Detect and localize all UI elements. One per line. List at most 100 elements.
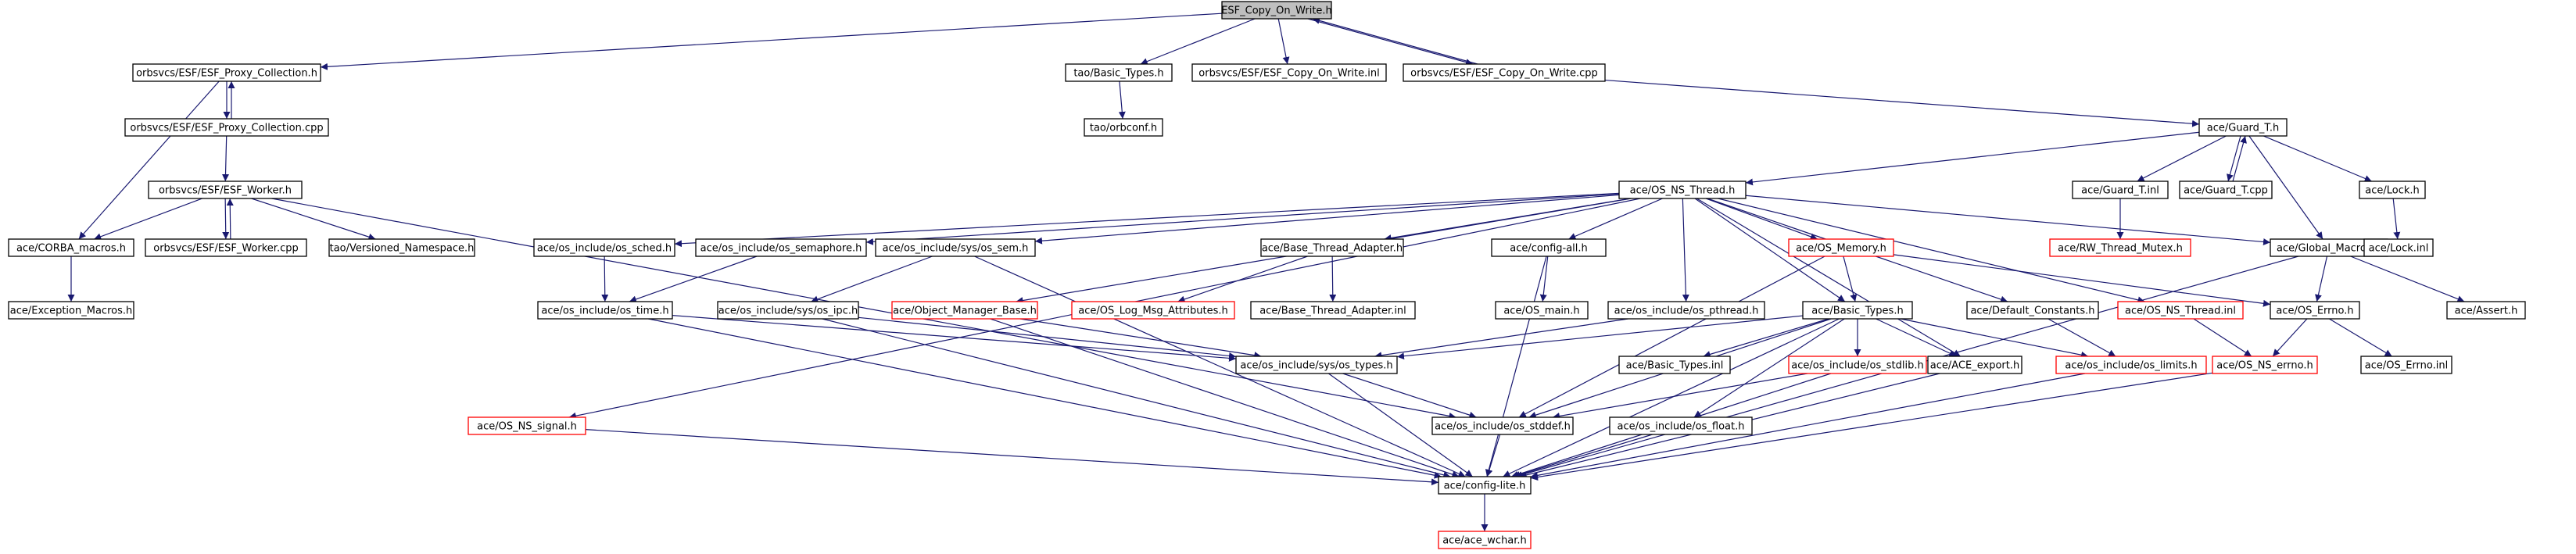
node-orbsvcs-esf-esf-copy-on-write-cpp[interactable]: orbsvcs/ESF/ESF_Copy_On_Write.cpp <box>1403 63 1606 82</box>
edge-worker_h-to-corba_macros <box>94 198 202 241</box>
node-ace-os-ns-thread-h[interactable]: ace/OS_NS_Thread.h <box>1618 180 1747 199</box>
node-label: tao/Basic_Types.h <box>1073 68 1163 80</box>
edge-worker_cpp-to-worker_h <box>226 198 234 240</box>
node-ace-os-errno-inl[interactable]: ace/OS_Errno.inl <box>2360 356 2452 374</box>
edge-object_manager_base-to-config_lite <box>990 318 1460 478</box>
node-box <box>1071 301 1235 320</box>
node-ace-base-thread-adapter-inl[interactable]: ace/Base_Thread_Adapter.inl <box>1250 301 1416 320</box>
node-box <box>1260 238 1404 257</box>
node-ace-os-ns-errno-h[interactable]: ace/OS_NS_errno.h <box>2212 356 2318 374</box>
node-orbsvcs-esf-esf-proxy-collection-cpp[interactable]: orbsvcs/ESF/ESF_Proxy_Collection.cpp <box>124 118 329 137</box>
edge-os_ns_thread-to-os_semaphore <box>865 193 1620 245</box>
edge-worker_h-to-os_stddef <box>271 198 1456 420</box>
node-label: ace/Basic_Types.inl <box>1626 360 1724 372</box>
node-box <box>2072 180 2169 199</box>
node-label: ace/Guard_T.cpp <box>2184 185 2268 197</box>
node-label: ace/config-all.h <box>1510 243 1588 255</box>
node-ace-os-include-os-semaphore-h[interactable]: ace/os_include/os_semaphore.h <box>695 238 867 257</box>
node-ace-exception-macros-h[interactable]: ace/Exception_Macros.h <box>8 301 134 320</box>
edge-os_semaphore-to-os_time <box>629 256 758 303</box>
node-box <box>1607 301 1765 320</box>
node-ace-os-include-sys-os-sem-h[interactable]: ace/os_include/sys/os_sem.h <box>875 238 1036 257</box>
node-label: tao/Versioned_Namespace.h <box>330 243 475 255</box>
node-box <box>2055 356 2207 374</box>
edge-os_ns_thread-to-ace_export <box>1696 198 1961 357</box>
node-orbsvcs-esf-esf-worker-h[interactable]: orbsvcs/ESF/ESF_Worker.h <box>148 180 303 199</box>
node-ace-corba-macros-h[interactable]: ace/CORBA_macros.h <box>8 238 134 257</box>
edge-global_macros-to-os_errno <box>2315 256 2328 302</box>
node-ace-os-include-os-limits-h[interactable]: ace/os_include/os_limits.h <box>2055 356 2207 374</box>
node-box <box>124 118 329 137</box>
node-label: ace/ACE_export.h <box>1930 360 2019 372</box>
node-ace-lock-h[interactable]: ace/Lock.h <box>2359 180 2426 199</box>
node-ace-guard-t-inl[interactable]: ace/Guard_T.inl <box>2072 180 2169 199</box>
node-ace-config-all-h[interactable]: ace/config-all.h <box>1491 238 1607 257</box>
node-ace-base-thread-adapter-h[interactable]: ace/Base_Thread_Adapter.h <box>1260 238 1404 257</box>
node-box <box>1438 531 1532 549</box>
edge-guard_h-to-global_macros <box>2248 135 2323 240</box>
node-box <box>8 301 134 320</box>
node-tao-basic-types-h[interactable]: tao/Basic_Types.h <box>1065 63 1173 82</box>
edge-os_errno-to-os_ns_errno <box>2272 318 2308 357</box>
node-ace-os-errno-h[interactable]: ace/OS_Errno.h <box>2270 301 2360 320</box>
edge-os_sem-to-config_lite <box>974 256 1466 477</box>
edge-os_ns_thread-to-base_thread_adapter <box>1384 198 1631 241</box>
node-ace-os-ns-signal-h[interactable]: ace/OS_NS_signal.h <box>468 416 586 435</box>
node-orbsvcs-esf-esf-worker-cpp[interactable]: orbsvcs/ESF/ESF_Worker.cpp <box>145 238 307 257</box>
node-box <box>875 238 1036 257</box>
node-box <box>2117 301 2244 320</box>
node-ace-os-ns-thread-inl[interactable]: ace/OS_NS_Thread.inl <box>2117 301 2244 320</box>
node-ace-os-include-sys-os-ipc-h[interactable]: ace/os_include/sys/os_ipc.h <box>717 301 859 320</box>
node-orbsvcs-esf-esf-proxy-collection-h[interactable]: orbsvcs/ESF/ESF_Proxy_Collection.h <box>132 63 321 82</box>
node-label: ace/os_include/sys/os_sem.h <box>883 243 1029 255</box>
node-ace-os-include-os-stdlib-h[interactable]: ace/os_include/os_stdlib.h <box>1788 356 1927 374</box>
node-label: ace/Global_Macros.h <box>2277 243 2381 255</box>
node-label: ace/os_include/os_stddef.h <box>1435 421 1571 433</box>
node-box <box>1191 63 1387 82</box>
node-ace-lock-inl[interactable]: ace/Lock.inl <box>2363 238 2434 257</box>
node-ace-os-include-os-sched-h[interactable]: ace/os_include/os_sched.h <box>533 238 675 257</box>
node-ace-os-include-os-time-h[interactable]: ace/os_include/os_time.h <box>537 301 673 320</box>
node-ace-os-include-sys-os-types-h[interactable]: ace/os_include/sys/os_types.h <box>1235 356 1398 374</box>
node-ace-guard-t-cpp[interactable]: ace/Guard_T.cpp <box>2179 180 2273 199</box>
node-ace-os-main-h[interactable]: ace/OS_main.h <box>1495 301 1589 320</box>
node-ace-default-constants-h[interactable]: ace/Default_Constants.h <box>1966 301 2099 320</box>
node-label: orbsvcs/ESF/ESF_Proxy_Collection.h <box>136 68 317 80</box>
node-box <box>2212 356 2318 374</box>
node-ace-os-memory-h[interactable]: ace/OS_Memory.h <box>1788 238 1894 257</box>
node-label: ace/Guard_T.inl <box>2081 185 2159 197</box>
node-tao-versioned-namespace-h[interactable]: tao/Versioned_Namespace.h <box>328 238 475 257</box>
node-ace-rw-thread-mutex-h[interactable]: ace/RW_Thread_Mutex.h <box>2049 238 2191 257</box>
edge-config_all-to-os_main <box>1539 256 1549 302</box>
edge-basic_types_ace-to-basic_types_inl <box>1703 318 1829 358</box>
node-ace-basic-types-h[interactable]: ace/Basic_Types.h <box>1802 301 1913 320</box>
node-label: ace/Base_Thread_Adapter.h <box>1262 243 1403 255</box>
node-box <box>2198 118 2288 137</box>
node-ace-guard-t-h[interactable]: ace/Guard_T.h <box>2198 118 2288 137</box>
node-box <box>2359 180 2426 199</box>
node-label: ace/Lock.inl <box>2369 243 2429 255</box>
edge-os_float-to-config_lite <box>1513 434 1653 478</box>
node-label: ace/RW_Thread_Mutex.h <box>2058 243 2183 255</box>
node-label: orbsvcs/ESF/ESF_Copy_On_Write.inl <box>1198 68 1379 80</box>
node-ace-object-manager-base-h[interactable]: ace/Object_Manager_Base.h <box>891 301 1038 320</box>
edge-os_ns_thread-to-config_all <box>1568 198 1663 240</box>
node-ace-global-macros-h[interactable]: ace/Global_Macros.h <box>2270 238 2388 257</box>
edge-worker_h-to-worker_cpp <box>222 198 230 240</box>
node-ace-os-include-os-float-h[interactable]: ace/os_include/os_float.h <box>1609 416 1753 435</box>
node-ace-os-include-os-pthread-h[interactable]: ace/os_include/os_pthread.h <box>1607 301 1765 320</box>
edge-proxy_h-to-corba_macros <box>78 80 220 240</box>
node-orbsvcs-esf-esf-copy-on-write-inl[interactable]: orbsvcs/ESF/ESF_Copy_On_Write.inl <box>1191 63 1387 82</box>
node-ace-assert-h[interactable]: ace/Assert.h <box>2446 301 2526 320</box>
node-ace-ace-wchar-h[interactable]: ace/ace_wchar.h <box>1438 531 1532 549</box>
node-ace-config-lite-h[interactable]: ace/config-lite.h <box>1438 476 1532 495</box>
node-box <box>1491 238 1607 257</box>
node-ace-ace-export-h[interactable]: ace/ACE_export.h <box>1927 356 2022 374</box>
node-tao-orbconf-h[interactable]: tao/orbconf.h <box>1084 118 1163 137</box>
node-ace-os-include-os-stddef-h[interactable]: ace/os_include/os_stddef.h <box>1431 416 1574 435</box>
node-ace-basic-types-inl[interactable]: ace/Basic_Types.inl <box>1618 356 1731 374</box>
node-label: ace/OS_Errno.inl <box>2365 360 2448 372</box>
edge-root-to-cow_cpp <box>1307 18 1474 66</box>
node-ace-os-log-msg-attributes-h[interactable]: ace/OS_Log_Msg_Attributes.h <box>1071 301 1235 320</box>
